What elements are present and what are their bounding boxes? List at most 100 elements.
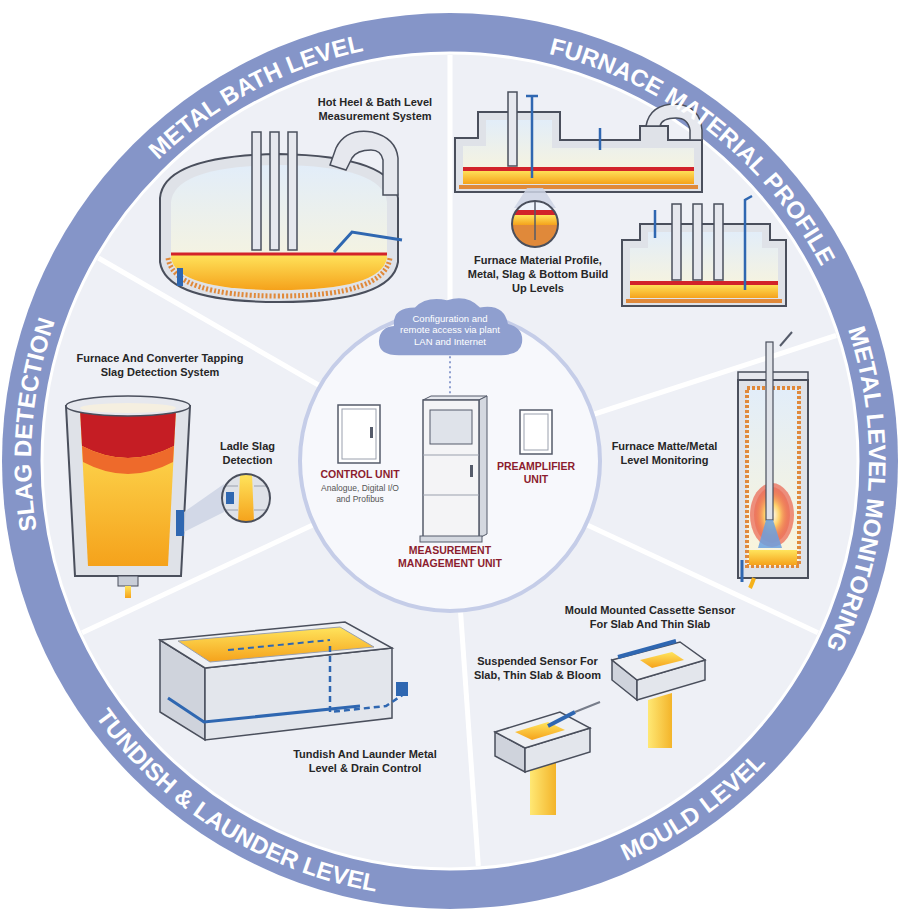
measurement-cabinet	[470, 465, 473, 477]
sector-title-path: METAL LEVEL MONITORING	[821, 323, 891, 656]
arc-furnace-illustration	[171, 253, 387, 256]
arc-furnace-illustration	[168, 258, 390, 296]
profile-furnace-illustration	[463, 120, 694, 184]
electric-furnace-illustration	[626, 299, 782, 303]
tundish-illustration	[160, 622, 408, 740]
caption-label: Mould Mounted Cassette Sensor For Slab A…	[560, 604, 740, 632]
ladle-illustration	[80, 403, 176, 413]
cloud-node: Configuration and remote access via plan…	[375, 296, 525, 356]
shaft-furnace-illustration	[766, 342, 773, 520]
suspended-mould-illustration	[515, 722, 565, 740]
ladle-illustration	[66, 406, 190, 576]
background-disc	[42, 53, 858, 869]
cassette-mould-illustration	[618, 641, 676, 657]
ladle-illustration	[80, 410, 176, 458]
shaft-furnace-illustration	[780, 332, 792, 346]
shaft-furnace-illustration	[758, 520, 782, 548]
arc-furnace-illustration	[160, 131, 402, 302]
control-cabinet	[338, 405, 380, 463]
center-circle	[300, 311, 600, 611]
arc-furnace-illustration	[288, 132, 297, 250]
caption-label: Furnace Material Profile, Metal, Slag & …	[460, 254, 616, 295]
suspended-mould-illustration	[548, 712, 575, 726]
background-disc	[2, 13, 898, 909]
preamplifier-cabinet	[520, 410, 552, 454]
caption-label: Ladle Slag Detection	[210, 440, 285, 468]
control-unit: CONTROL UNITAnalogue, Digital I/O and Pr…	[315, 402, 405, 506]
ladle-illustration	[226, 492, 234, 504]
control-cabinet	[370, 427, 373, 438]
measurement-cabinet	[423, 455, 479, 456]
caption-label: Hot Heel & Bath Level Measurement System	[305, 96, 445, 124]
preamplifier-cabinet	[520, 410, 552, 454]
electric-furnace-illustration	[630, 284, 778, 298]
sector-title-path: TUNDISH & LAUNDER LEVEL	[91, 703, 380, 896]
control-cabinet	[342, 409, 376, 459]
caption-label: Furnace Matte/Metal Level Monitoring	[602, 440, 727, 468]
profile-furnace-illustration	[455, 112, 702, 192]
arc-furnace-illustration	[334, 232, 402, 252]
measurement-cabinet	[420, 396, 487, 542]
tundish-illustration	[396, 682, 408, 696]
arc-furnace-illustration	[252, 132, 261, 250]
profile-furnace-illustration	[531, 96, 534, 178]
cassette-mould-illustration	[612, 642, 705, 680]
tundish-illustration	[330, 646, 404, 712]
sector-title: MOULD LEVEL	[617, 748, 770, 866]
tundish-illustration	[228, 640, 330, 650]
cassette-mould-illustration	[648, 693, 672, 748]
profile-furnace-illustration	[508, 92, 517, 166]
suspended-mould-illustration	[575, 702, 600, 712]
node-title: PREAMPLIFIER UNIT	[488, 460, 584, 486]
tundish-illustration	[160, 622, 392, 668]
electric-furnace-illustration	[745, 196, 752, 290]
profile-furnace-illustration	[599, 128, 602, 150]
sector-title-path: FURNACE MATERIAL PROFILE	[547, 32, 840, 269]
electric-furnace-illustration	[654, 210, 657, 238]
measurement-cabinet	[420, 536, 482, 542]
sector-title: FURNACE MATERIAL PROFILE	[547, 32, 840, 269]
ladle-illustration	[184, 484, 224, 532]
sector-title: SLAG DETECTION	[9, 314, 60, 533]
background-disc	[2, 13, 898, 909]
center-circle	[300, 311, 600, 611]
measurement-cabinet	[479, 396, 487, 538]
tundish-illustration	[178, 627, 374, 662]
profile-furnace-illustration	[459, 185, 698, 189]
electric-furnace-illustration	[672, 204, 681, 280]
profile-furnace-illustration	[510, 198, 560, 250]
node-title: Configuration and remote access via plan…	[397, 313, 503, 347]
profile-furnace-illustration	[534, 198, 536, 240]
ladle-illustration	[125, 586, 131, 598]
dotted-connector	[449, 356, 451, 396]
node-title: CONTROL UNIT	[317, 468, 403, 481]
electric-furnace-illustration	[714, 204, 723, 280]
control-cabinet	[338, 405, 380, 463]
preamplifier-unit: PREAMPLIFIER UNIT	[486, 408, 586, 488]
sector-divider	[461, 613, 479, 866]
preamplifier-cabinet	[524, 414, 548, 450]
measurement-cabinet	[430, 410, 472, 444]
sector-divider	[82, 55, 836, 866]
sector-title-path: SLAG DETECTION	[9, 314, 60, 533]
profile-furnace-illustration	[463, 170, 694, 184]
shaft-furnace-illustration	[741, 560, 744, 582]
sector-title: METAL LEVEL MONITORING	[821, 323, 891, 656]
shaft-furnace-illustration	[749, 550, 797, 565]
profile-furnace-illustration	[526, 95, 538, 98]
cassette-mould-illustration	[640, 652, 684, 668]
electric-furnace-illustration	[693, 204, 702, 280]
electric-furnace-illustration	[622, 224, 786, 306]
ladle-illustration	[82, 446, 174, 474]
node-title: MEASUREMENT MANAGEMENT UNIT	[392, 544, 508, 570]
sector-title: TUNDISH & LAUNDER LEVEL	[91, 703, 380, 896]
cloud-outline	[379, 298, 522, 355]
suspended-mould-illustration	[495, 702, 600, 815]
electric-furnace-illustration	[630, 232, 778, 298]
electric-furnace-illustration	[622, 196, 786, 306]
caption-label: Tundish And Launder Metal Level & Drain …	[285, 748, 445, 776]
shaft-furnace-illustration	[750, 578, 754, 588]
